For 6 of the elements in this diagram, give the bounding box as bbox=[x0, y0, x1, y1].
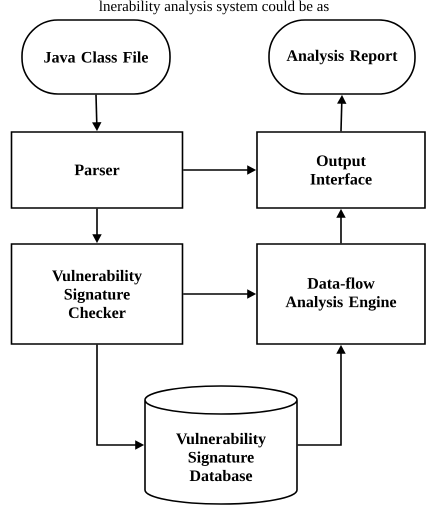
process-box: Vulnerability Signature Checker bbox=[10, 243, 184, 345]
process-box: Output Interface bbox=[256, 131, 426, 209]
database-cylinder: Vulnerability Signature Database bbox=[144, 385, 298, 505]
process-box: Data-flow Analysis Engine bbox=[256, 243, 426, 345]
running-text: lnerability analysis system could be as bbox=[99, 0, 329, 14]
process-box: Parser bbox=[10, 131, 184, 209]
